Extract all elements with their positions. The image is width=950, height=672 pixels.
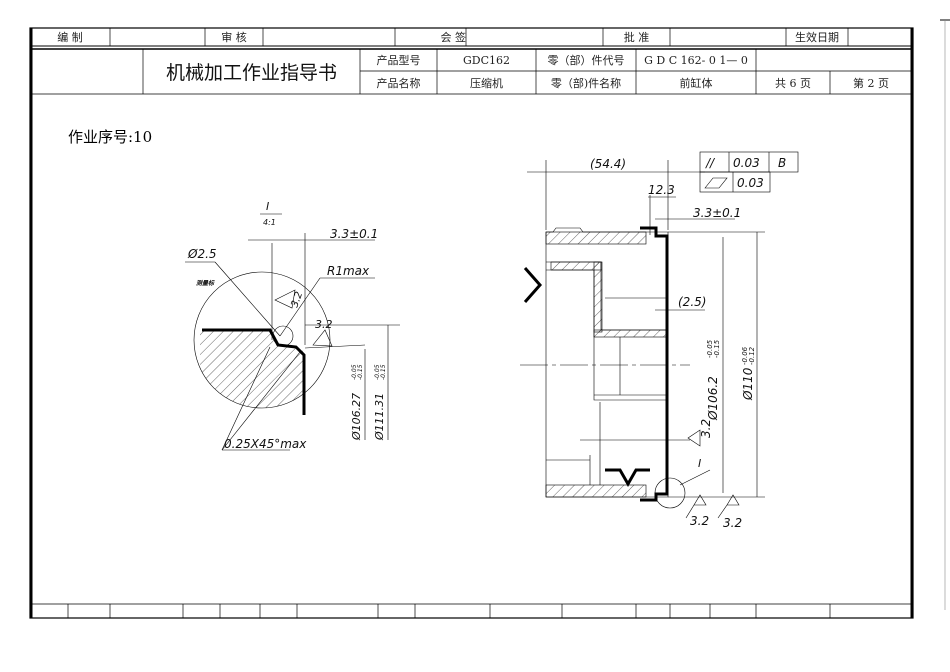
part-code-value: G D C 162- 0 1— 0 [644, 53, 748, 67]
detail-dim-offset: 3.3±0.1 [330, 227, 378, 241]
main-roughness-bottom-a: 3.2 [690, 514, 709, 528]
detail-roughness-a: 3.2 [289, 290, 305, 309]
detail-dim-hole: Ø2.5 [187, 247, 217, 261]
approve-label: 批 准 [623, 31, 650, 44]
product-name-value: 压缩机 [470, 76, 503, 90]
main-dia-face-tol-upper: -0.05 [706, 339, 714, 358]
detail-view-i: I 4:1 3.3±0.1 Ø2.5 测量标 R1max [185, 200, 400, 451]
part-name-label: 零（部)件名称 [550, 76, 622, 90]
detail-scale: 4:1 [263, 218, 276, 227]
product-name-label: 产品名称 [376, 76, 421, 90]
review-label: 审 核 [221, 31, 247, 44]
main-dim-gap: (2.5) [678, 295, 706, 309]
effective-date-label: 生效日期 [795, 31, 839, 44]
detail-dia-outer-tol-lower: -0.15 [380, 364, 387, 380]
detail-radius: R1max [327, 264, 370, 278]
main-dim-offset: 3.3±0.1 [693, 206, 741, 220]
product-model-value: GDC162 [462, 53, 511, 67]
main-dia-face-tol-lower: -0.15 [713, 339, 721, 358]
main-roughness-face: 3.2 [699, 419, 713, 438]
compiled-label: 编 制 [57, 31, 83, 44]
operation-sequence: 作业序号:10 [68, 128, 153, 146]
current-page: 第 2 页 [853, 76, 889, 90]
main-dim-length: (54.4) [590, 157, 626, 171]
main-dia-face: Ø106.2 [706, 376, 720, 421]
detail-dia-outer-tol-upper: -0.05 [374, 364, 381, 380]
gdt-parallel-symbol: // [705, 156, 716, 170]
main-detail-ref: I [698, 457, 701, 470]
detail-dia-inner-tol-lower: -0.15 [357, 364, 364, 380]
detail-dia-inner: Ø106.27 [350, 393, 363, 441]
part-name-value: 前缸体 [679, 76, 713, 90]
main-dim-step: 12.3 [648, 183, 675, 197]
main-view: (54.4) 12.3 3.3±0.1 (2.5) // 0.03 B 0.03… [520, 151, 799, 530]
product-model-label: 产品型号 [376, 54, 421, 67]
detail-note: 测量标 [196, 279, 215, 287]
part-code-label: 零（部）件代号 [547, 54, 625, 67]
main-dia-outer-tol-upper: -0.06 [741, 346, 749, 365]
detail-dia-inner-tol-upper: -0.05 [351, 364, 358, 380]
detail-label: I [266, 200, 269, 213]
gdt-datum: B [778, 156, 786, 170]
main-dia-outer-tol-lower: -0.12 [748, 346, 756, 365]
detail-chamfer: 0.25X45°max [224, 437, 307, 451]
main-dia-outer: Ø110 [741, 367, 755, 401]
countersign-label: 会 签 [440, 31, 467, 44]
detail-dia-outer: Ø111.31 [373, 393, 386, 441]
total-pages: 共 6 页 [775, 76, 811, 90]
detail-roughness-b: 3.2 [315, 318, 333, 331]
gdt-flatness-value: 0.03 [737, 176, 764, 190]
gdt-parallel-value: 0.03 [733, 156, 760, 170]
doc-title: 机械加工作业指导书 [165, 62, 337, 84]
main-roughness-bottom-b: 3.2 [723, 516, 742, 530]
